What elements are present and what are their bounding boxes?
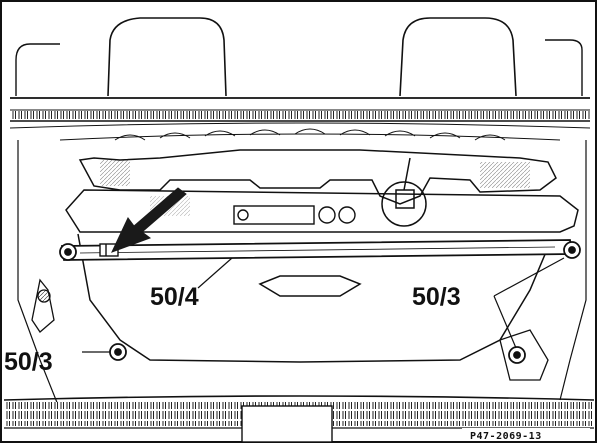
callout-bolt-right: 50/3: [412, 283, 461, 311]
mounting-bolt-bottom-right: [508, 346, 526, 364]
rear-bumper: [3, 395, 595, 443]
mounting-bolt-top-left: [59, 243, 77, 261]
seat-back-edge-left: [15, 43, 60, 96]
mounting-bolt-top-right: [563, 241, 581, 259]
filler-neck: [381, 157, 427, 227]
seat-back-edge-right: [545, 39, 583, 96]
leader-lines: [82, 257, 565, 353]
axle-mount-left: [31, 278, 55, 333]
figure-reference: P47-2069-13: [470, 431, 542, 442]
tank-hatch-2: [480, 162, 530, 188]
mounting-bolt-bottom-left: [109, 343, 127, 361]
callout-strut: 50/4: [150, 283, 199, 311]
shelf-recesses: [114, 128, 506, 141]
pointer-arrow: [111, 187, 187, 253]
parcel-shelf: [9, 97, 591, 141]
side-wall-left: [17, 140, 61, 411]
axle-mount-right: [499, 329, 549, 381]
tank-hatch-1: [100, 160, 130, 186]
sender-unit-plate: [233, 205, 356, 225]
callout-bolt-left: 50/3: [4, 348, 53, 376]
figure-reference-bg: [462, 428, 590, 441]
side-wall-right: [559, 140, 587, 401]
headrest-right: [399, 17, 517, 97]
headrest-left: [107, 17, 227, 97]
